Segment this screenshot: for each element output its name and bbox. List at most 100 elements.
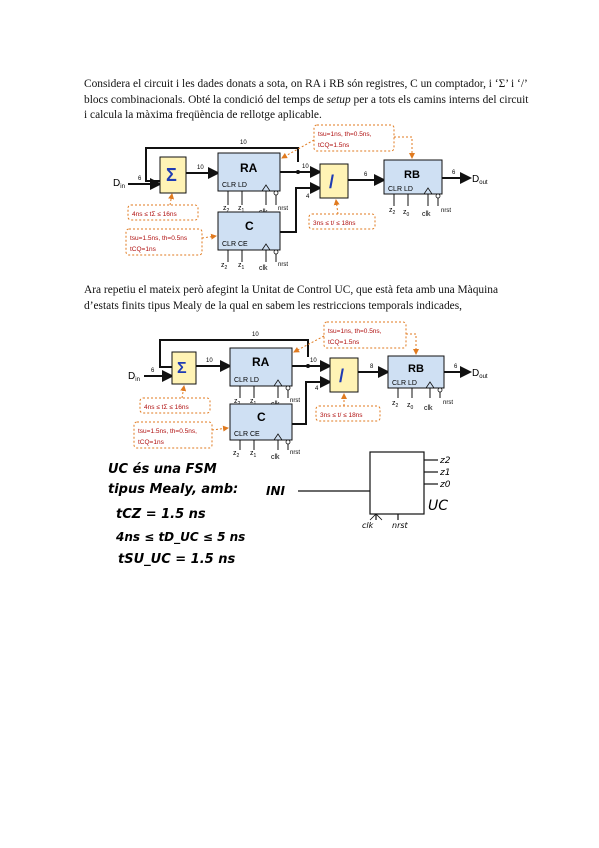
div-symbol: /	[329, 172, 334, 192]
div-width-2: 8	[370, 364, 374, 370]
note-c-line2: tCQ=1ns	[130, 246, 157, 253]
sum-symbol: Σ	[166, 165, 177, 185]
paragraph-1-text-b: per a tots els camins interns del circui…	[84, 93, 529, 122]
note-c-line1: tsu=1.5ns, th=0.5ns	[130, 235, 188, 242]
uc-block	[369, 451, 425, 515]
div-width: 6	[364, 172, 368, 178]
c-clock-triangle	[261, 243, 271, 251]
note-sum-box	[127, 204, 199, 221]
note-sum-text-2: 4ns ≤ tΣ ≤ 16ns	[144, 404, 190, 411]
note-c-line2-2: tCQ=1ns	[138, 439, 165, 446]
rb-z0-2: z0	[407, 402, 414, 411]
c-label: C	[245, 219, 254, 233]
c-clk-label-2: clk	[271, 454, 280, 461]
uc-label: UC	[428, 498, 448, 514]
hand-line-4: 4ns ≤ tD_UC ≤ 5 ns	[115, 530, 245, 545]
sum-symbol-2: Σ	[177, 360, 187, 377]
feedback-wire-2	[159, 339, 309, 368]
feedback-width-2: 10	[252, 332, 259, 338]
note-rb-line1: tsu=1ns, th=0.5ns,	[318, 131, 372, 138]
register-rb-2	[387, 355, 445, 389]
note-rb-arrow-ra-2	[293, 335, 325, 353]
ra-output-node-2	[306, 364, 310, 368]
ra-nrst-label: nrst	[278, 206, 288, 212]
note-rb-line2: tCQ=1.5ns	[318, 142, 350, 149]
hand-line-5: tSU_UC = 1.5 ns	[118, 552, 235, 567]
note-rb-line1-2: tsu=1ns, th=0.5ns,	[328, 328, 382, 335]
c-z2: z2	[221, 262, 228, 271]
uc-out-z0: z0	[439, 480, 451, 490]
c-clk-label: clk	[259, 265, 268, 272]
din-width-2: 6	[151, 368, 155, 374]
rb-z2-2: z2	[392, 400, 399, 409]
c-z1: z1	[238, 262, 245, 271]
ra-z1: z1	[238, 205, 245, 214]
rb-nrst-label-2: nrst	[443, 400, 453, 406]
note-c-line1-2: tsu=1.5ns, th=0.5ns,	[138, 428, 197, 435]
rb-clock-triangle	[423, 187, 433, 195]
uc-out-z2: z2	[439, 456, 451, 466]
hand-line-2: tipus Mealy, amb:	[108, 482, 238, 497]
ra-nrst-label-2: nrst	[290, 398, 300, 404]
rb-clock-triangle-2	[425, 381, 435, 389]
ra-width-2: 10	[310, 358, 317, 364]
ra-z2: z2	[223, 205, 230, 214]
note-c-arrow-2	[211, 425, 229, 432]
rb-label-2: RB	[408, 363, 424, 375]
rb-clk-label: clk	[422, 211, 431, 218]
div-symbol-2: /	[339, 366, 344, 386]
ra-clock-triangle-2	[273, 379, 283, 387]
div-block-2	[329, 357, 359, 393]
note-sum-text: 4ns ≤ tΣ ≤ 16ns	[132, 211, 178, 218]
ra-label-2: RA	[252, 355, 270, 369]
c-nrst-label: nrst	[278, 262, 288, 268]
c-clock-triangle-2	[273, 433, 283, 441]
c-width: 4	[306, 194, 310, 200]
rb-nrst-bubble-2	[437, 387, 443, 393]
uc-clock-triangle	[369, 513, 383, 521]
ra-ports-2: CLR LD	[234, 377, 259, 384]
paragraph-1: Considera el circuit i les dades donats …	[84, 77, 532, 124]
c-z2-2: z2	[233, 450, 240, 459]
c-z1-2: z1	[250, 450, 257, 459]
register-rb	[383, 159, 443, 195]
note-div-text-2: 3ns ≤ t/ ≤ 18ns	[320, 412, 363, 419]
c-label-2: C	[257, 410, 266, 424]
note-div-box	[308, 213, 376, 230]
rb-nrst-bubble	[435, 193, 441, 199]
uc-clk-label: clk	[362, 521, 374, 530]
note-sum-arrow	[168, 193, 175, 206]
setup-term: setup	[326, 93, 351, 106]
ra-label: RA	[240, 161, 258, 175]
counter-c	[217, 211, 281, 251]
ra-nrst-bubble-2	[285, 385, 291, 391]
note-rb-arrow-rb	[394, 136, 415, 159]
note-rb-line2-2: tCQ=1.5ns	[328, 339, 360, 346]
c-to-div-wire	[280, 182, 322, 233]
paragraph-1-text-a: Considera el circuit i les dades donats …	[84, 78, 527, 106]
ra-clock-triangle	[261, 184, 271, 192]
note-c-box	[125, 228, 203, 256]
rb-ports-2: CLR LD	[392, 380, 417, 387]
ra-nrst-bubble	[273, 190, 279, 196]
note-sum-arrow-2	[180, 385, 187, 399]
feedback-width: 10	[240, 140, 247, 146]
rb-z0: z0	[403, 209, 410, 218]
rb-clk-label-2: clk	[424, 405, 433, 412]
rb-label: RB	[404, 169, 420, 181]
c-ports: CLR CE	[222, 241, 248, 248]
sum-width-2: 10	[206, 358, 213, 364]
counter-c-2	[229, 403, 293, 441]
ra-width: 10	[302, 164, 309, 170]
ra-ports: CLR LD	[222, 182, 247, 189]
c-nrst-label-2: nrst	[290, 450, 300, 456]
uc-nrst-label: nrst	[392, 521, 409, 530]
dout-label: Dout	[472, 174, 488, 186]
hand-line-1: UC és una FSM	[108, 462, 217, 477]
uc-input-label: INI	[266, 484, 286, 498]
din-label-2: Din	[128, 371, 140, 383]
note-rb-box-2	[323, 321, 407, 349]
c-nrst-bubble	[273, 249, 279, 255]
dout-label-2: Dout	[472, 368, 488, 380]
note-rb-arrow-rb-2	[406, 333, 419, 355]
